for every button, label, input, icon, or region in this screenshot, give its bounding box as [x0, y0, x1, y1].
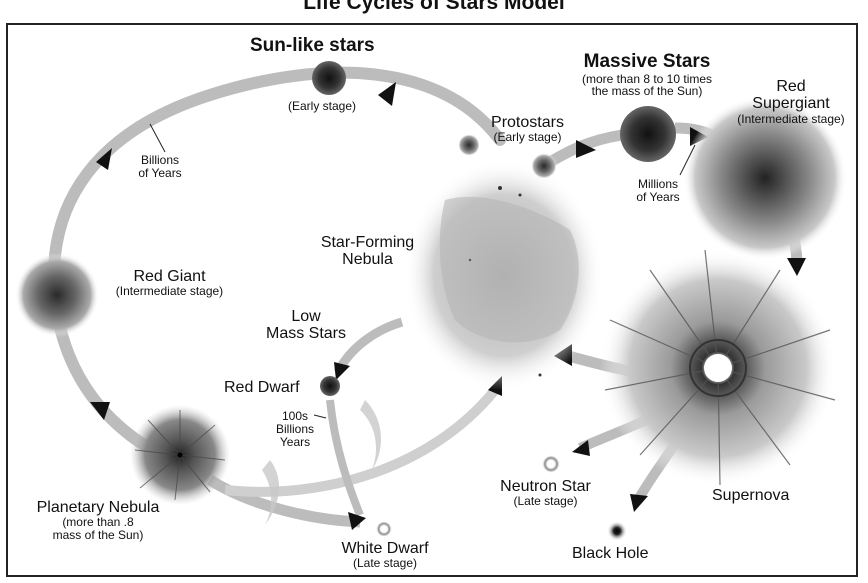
- leader-line: [149, 123, 166, 153]
- red-dwarf: [320, 376, 340, 396]
- red-giant-label: Red Giant (Intermediate stage): [115, 268, 224, 299]
- supernova: [600, 249, 836, 486]
- arrowhead: [630, 494, 648, 512]
- arrowhead: [96, 148, 112, 170]
- protostars-label: Protostars (Early stage): [491, 114, 564, 145]
- leader-line: [679, 144, 696, 176]
- red-dwarf-label: Red Dwarf: [224, 379, 300, 396]
- neutron-star: [542, 455, 560, 473]
- planetary-nebula: [130, 405, 230, 505]
- sun-like-stage-label: (Early stage): [288, 99, 357, 113]
- sun-like-stars-label: Sun-like stars: [250, 35, 375, 56]
- planetary-to-white-dwarf-path: [207, 475, 361, 528]
- white-dwarf: [376, 521, 392, 537]
- red-supergiant-label: Red Supergiant (Intermediate stage): [737, 78, 845, 126]
- star-forming-nebula-label: Star-Forming Nebula: [320, 234, 415, 269]
- neutron-star-label: Neutron Star (Late stage): [500, 478, 591, 509]
- white-dwarf-label: White Dwarf (Late stage): [341, 540, 429, 571]
- diagram-frame: [6, 23, 858, 577]
- arrowhead: [787, 258, 806, 276]
- red-giant: [15, 253, 99, 337]
- billions-years-label: Billions of Years: [138, 153, 182, 180]
- red-supergiant: [683, 96, 847, 260]
- planetary-nebula-label: Planetary Nebula (more than .8 mass of t…: [36, 499, 160, 543]
- black-hole: [607, 521, 627, 541]
- leader-line: [313, 414, 327, 419]
- diagram-title: Life Cycles of Stars Model: [303, 0, 565, 14]
- star-forming-nebula-image: [403, 159, 604, 391]
- gas-wisp: [360, 400, 382, 470]
- black-hole-label: Black Hole: [572, 545, 649, 562]
- red-dwarf-to-white-dwarf-path: [326, 399, 364, 517]
- sun-like-star: [312, 61, 346, 95]
- arrowhead: [576, 140, 596, 158]
- arrowhead: [378, 82, 396, 106]
- massive-star: [620, 106, 676, 162]
- supernova-label: Supernova: [712, 487, 790, 504]
- hundreds-billions-years-label: 100s Billions Years: [275, 409, 314, 449]
- arrowhead: [334, 362, 350, 380]
- arrowhead: [348, 512, 366, 530]
- millions-years-label: Millions of Years: [636, 177, 680, 204]
- low-mass-stars-label: Low Mass Stars: [265, 308, 346, 343]
- protostar: [531, 153, 557, 179]
- massive-stars-label: Massive Stars (more than 8 to 10 times t…: [581, 51, 713, 99]
- arrowhead: [572, 440, 590, 456]
- protostar-small: [458, 134, 480, 156]
- gas-wisp: [262, 460, 280, 525]
- sun-like-cycle-path: [47, 66, 506, 466]
- arrowhead: [90, 402, 110, 420]
- return-to-nebula-path: [224, 386, 499, 497]
